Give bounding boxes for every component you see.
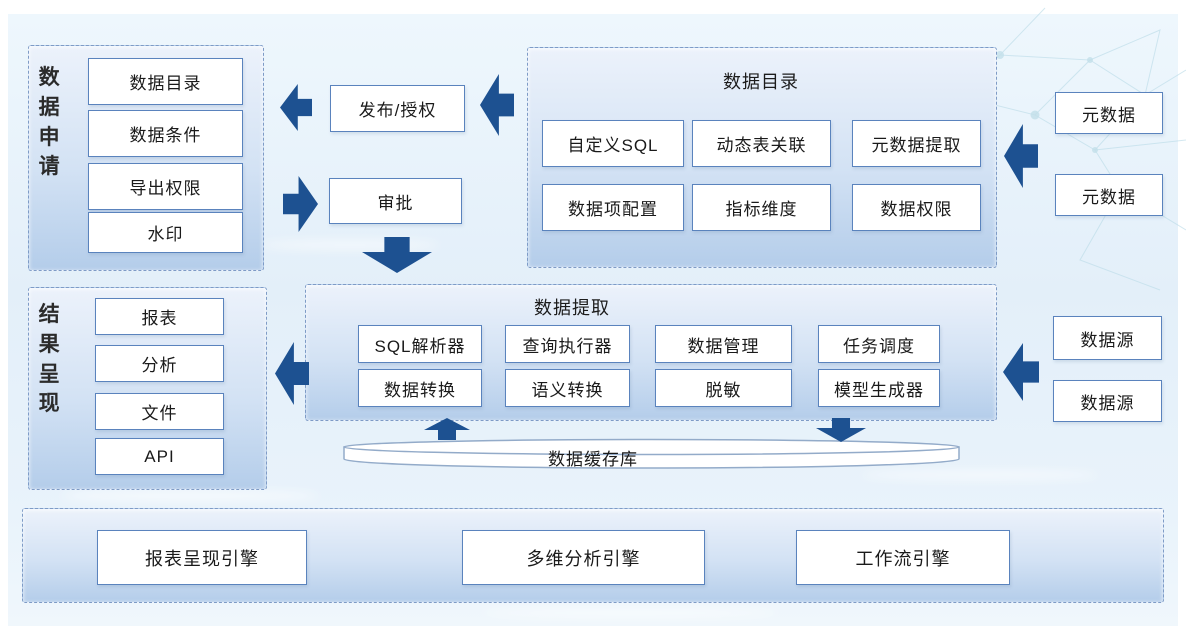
node-task-scheduler: 任务调度 — [818, 325, 940, 363]
node-metadata-extract: 元数据提取 — [852, 120, 981, 167]
node-model-generator: 模型生成器 — [818, 369, 940, 407]
arrow-down-icon — [362, 237, 432, 273]
node-report-engine: 报表呈现引擎 — [97, 530, 307, 585]
node-publish-authorize: 发布/授权 — [330, 85, 465, 132]
arrow-left-icon — [480, 74, 514, 136]
node-indicator-dimension: 指标维度 — [692, 184, 831, 231]
background-streak — [60, 490, 320, 502]
arrow-left-icon — [1003, 343, 1039, 401]
node-datasource-1: 数据源 — [1053, 316, 1162, 360]
node-data-permission: 数据权限 — [852, 184, 981, 231]
zone-data-catalog-title: 数据目录 — [723, 72, 799, 92]
background-streak — [480, 608, 780, 618]
node-datasource-2: 数据源 — [1053, 380, 1162, 422]
arrow-up-icon — [424, 418, 470, 440]
node-metadata-1: 元数据 — [1055, 92, 1163, 134]
cache-db-label: 数据缓存库 — [548, 450, 638, 469]
node-dynamic-table-join: 动态表关联 — [692, 120, 831, 167]
node-sql-parser: SQL解析器 — [358, 325, 482, 363]
node-file: 文件 — [95, 393, 224, 430]
arrow-left-icon — [1004, 124, 1038, 188]
background-streak — [860, 470, 1100, 480]
node-metadata-2: 元数据 — [1055, 174, 1163, 216]
arrow-right-icon — [283, 176, 318, 232]
node-export-permission: 导出权限 — [88, 163, 243, 210]
node-olap-engine: 多维分析引擎 — [462, 530, 705, 585]
arrow-down-icon — [816, 418, 866, 442]
node-desensitization: 脱敏 — [655, 369, 792, 407]
node-data-management: 数据管理 — [655, 325, 792, 363]
node-watermark: 水印 — [88, 212, 243, 253]
zone-data-extraction-title: 数据提取 — [534, 298, 610, 318]
node-query-executor: 查询执行器 — [505, 325, 630, 363]
node-semantic-transform: 语义转换 — [505, 369, 630, 407]
arrow-left-icon — [275, 342, 309, 405]
zone-result-presentation-title: 结果呈现 — [38, 303, 60, 416]
zone-data-application-title: 数据申请 — [38, 66, 60, 179]
node-api: API — [95, 438, 224, 475]
node-data-transform: 数据转换 — [358, 369, 482, 407]
node-approve: 审批 — [329, 178, 462, 224]
node-data-catalog-item: 数据目录 — [88, 58, 243, 105]
node-data-condition: 数据条件 — [88, 110, 243, 157]
node-report: 报表 — [95, 298, 224, 335]
arrow-left-icon — [280, 84, 312, 131]
node-data-item-config: 数据项配置 — [542, 184, 684, 231]
node-analysis: 分析 — [95, 345, 224, 382]
node-workflow-engine: 工作流引擎 — [796, 530, 1010, 585]
background-streak — [260, 240, 440, 250]
cache-db-cylinder — [343, 438, 960, 469]
node-custom-sql: 自定义SQL — [542, 120, 684, 167]
